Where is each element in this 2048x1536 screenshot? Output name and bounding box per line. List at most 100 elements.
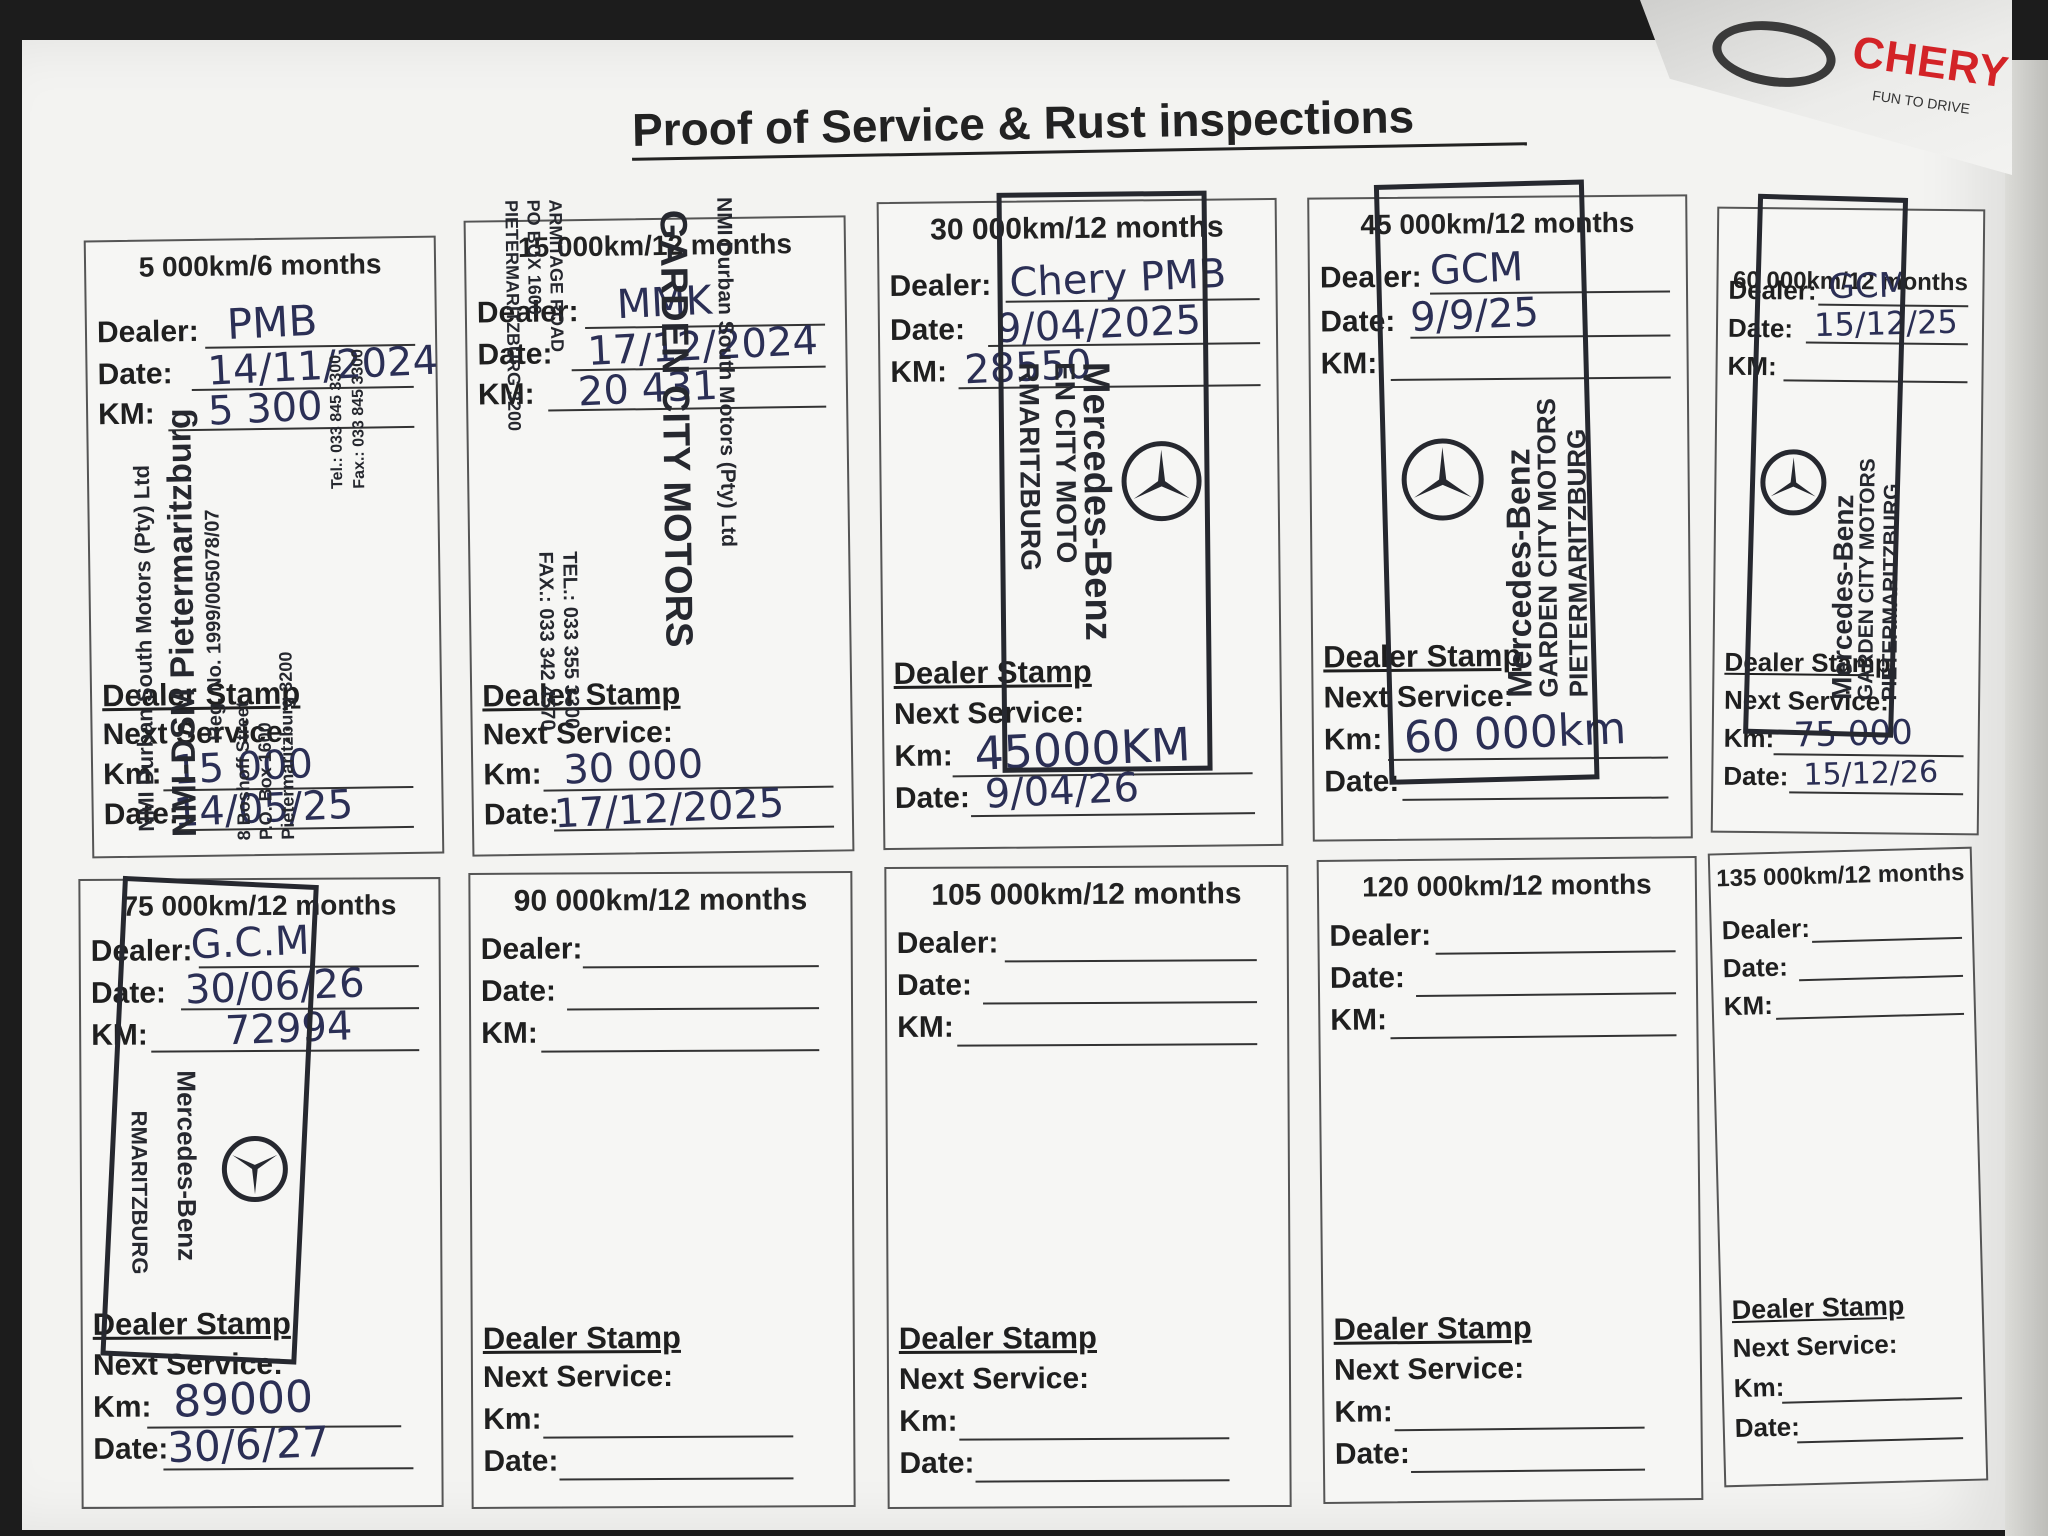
- mercedes-star-icon: [1760, 449, 1827, 516]
- date-line: [983, 1001, 1258, 1005]
- km-handwritten: 5 300: [207, 383, 324, 435]
- date-label: Date:: [889, 313, 966, 347]
- next-km-label: Km:: [899, 1404, 958, 1438]
- stamp-mercedes-city: RMARITZBURG: [126, 1110, 153, 1275]
- stamp-nmi-addr3: Pietermaritzburg 3200: [275, 651, 299, 840]
- dealer-stamp-label: Dealer Stamp: [482, 1319, 682, 1356]
- next-date-handwritten: 15/12/26: [1802, 754, 1939, 793]
- next-km-label: Km:: [1323, 723, 1383, 757]
- stamp-nmi-branch: NMI-DSM Pietermaritzburg: [160, 408, 205, 838]
- km-label: KM:: [1723, 989, 1774, 1022]
- km-line: [1776, 1012, 1965, 1020]
- service-card-135000: 135 000km/12 months Dealer: Date: KM: De…: [1707, 846, 1989, 1488]
- dealer-line: [1812, 936, 1963, 943]
- next-service-label: Next Service:: [898, 1361, 1090, 1396]
- stamp-mercedes-city: RMARITZBURG: [1013, 362, 1047, 572]
- km-line: [541, 1049, 820, 1053]
- next-date-label: Date:: [483, 797, 560, 832]
- service-card-45000: 45 000km/12 months Dealer: Date: KM: GCM…: [1307, 179, 1693, 842]
- dealer-label: Dealer:: [896, 926, 999, 960]
- stamp-gcm-fax: FAX.: 033 342 4570: [534, 551, 559, 731]
- next-service-label: Next Service:: [1333, 1351, 1525, 1387]
- next-km-line: [1394, 1426, 1645, 1432]
- date-label: Date:: [480, 974, 557, 1008]
- km-label: KM:: [890, 355, 948, 389]
- stamp-nmi-tel: Tel.: 033 845 3300: [327, 354, 347, 490]
- next-date-label: Date:: [1324, 764, 1400, 799]
- service-card-105000: 105 000km/12 months Dealer: Date: KM: De…: [884, 864, 1292, 1510]
- next-km-label: Km:: [93, 1390, 152, 1424]
- stamp-nmi-name: NMI Durban South Motors (Pty) Ltd: [128, 464, 159, 832]
- service-interval: 105 000km/12 months: [931, 877, 1242, 912]
- service-card-75000: 75 000km/12 months Dealer: Date: KM: G.C…: [78, 875, 444, 1509]
- stamp-nmi-reg: Reg. No. 1999/005078/07: [201, 509, 227, 741]
- stamp-gcm-addr3: PIETERMARITZBURG 3200: [501, 199, 525, 432]
- stamp-nmi-fax: Fax.: 033 845 3300: [349, 348, 369, 489]
- next-km-label: Km:: [483, 1402, 542, 1436]
- dealer-stamp-label: Dealer Stamp: [1333, 1309, 1532, 1347]
- km-handwritten: 20 431: [576, 362, 719, 416]
- next-date-line: [559, 1477, 794, 1481]
- stamp-gcm-company: NMI Durban South Motors (Pty) Ltd: [712, 196, 741, 548]
- km-label: KM:: [1320, 347, 1378, 381]
- km-label: KM:: [97, 397, 156, 432]
- service-interval: 120 000km/12 months: [1362, 868, 1652, 903]
- booklet-page-edge: [2005, 60, 2048, 1536]
- next-km-line: [543, 1435, 794, 1439]
- date-line: [1416, 992, 1677, 997]
- stamp-mercedes-dealer: GARDEN CITY MOTORS: [1854, 458, 1880, 701]
- dealer-line: [1435, 950, 1676, 955]
- mercedes-star-icon: [1121, 440, 1202, 522]
- date-label: Date:: [1722, 951, 1789, 984]
- stamp-nmi-addr1: 8 Boshoff Street: [232, 701, 255, 841]
- dealer-label: Dealer:: [1721, 912, 1811, 946]
- service-interval: 90 000km/12 months: [513, 883, 808, 918]
- dealer-label: Dealer:: [480, 932, 583, 966]
- dealer-stamp-label: Dealer Stamp: [1731, 1290, 1905, 1326]
- next-date-label: Date:: [483, 1444, 559, 1478]
- service-card-90000: 90 000km/12 months Dealer: Date: KM: Dea…: [468, 870, 856, 1510]
- next-date-line: [975, 1479, 1230, 1483]
- date-line: [1799, 974, 1964, 982]
- stamp-mercedes-city: PIETERMARITZBURG: [1878, 483, 1904, 701]
- mercedes-star-icon: [1401, 438, 1485, 521]
- dealer-label: Dealer:: [1329, 918, 1432, 953]
- dealer-label: Dealer:: [889, 268, 992, 303]
- service-card-15000: 15 000km/12 months Dealer: Date: KM: MMK…: [463, 197, 855, 857]
- stamp-gcm-name: GARDEN CITY MOTORS: [651, 209, 700, 648]
- next-date-label: Date:: [1334, 1437, 1411, 1471]
- date-label: Date:: [97, 357, 173, 392]
- next-km-label: Km:: [894, 739, 953, 773]
- next-date-label: Date:: [1734, 1411, 1801, 1444]
- date-line: [567, 1007, 820, 1011]
- km-label: KM:: [1330, 1003, 1388, 1037]
- next-date-line: [1402, 796, 1669, 801]
- next-date-handwritten: 17/12/2025: [552, 780, 786, 838]
- next-date-handwritten: 30/6/27: [166, 1416, 331, 1473]
- stamp-mercedes-city: PIETERMARITZBURG: [1561, 428, 1594, 698]
- date-label: Date:: [1329, 961, 1406, 995]
- next-km-line: [959, 1437, 1230, 1441]
- dealer-line: [1004, 959, 1257, 963]
- next-date-label: Date:: [894, 781, 971, 815]
- mercedes-star-icon: [221, 1135, 289, 1203]
- service-interval: 5 000km/6 months: [138, 248, 382, 283]
- service-card-30000: 30 000km/12 months Dealer: Date: KM: Che…: [876, 190, 1284, 851]
- service-card-60000: 60 000km/12 months Dealer: Date: KM: GCM…: [1710, 193, 1986, 836]
- next-km-label: Km:: [1733, 1371, 1785, 1404]
- stamp-mercedes-dealer: GARDEN CITY MOTORS: [1530, 397, 1564, 698]
- km-label: KM:: [897, 1010, 954, 1044]
- service-interval: 135 000km/12 months: [1715, 858, 1965, 893]
- next-date-label: Date:: [899, 1446, 975, 1480]
- next-date-label: Date:: [93, 1432, 169, 1466]
- next-km-label: Km:: [1334, 1395, 1393, 1429]
- date-label: Date:: [896, 968, 973, 1002]
- service-card-5000: 5 000km/6 months Dealer: Date: KM: PMB 1…: [83, 235, 445, 859]
- stamp-nmi-addr2: P.O. Box 1600: [254, 722, 277, 841]
- dealer-handwritten: PMB: [225, 295, 319, 350]
- km-line: [957, 1043, 1258, 1047]
- next-date-label: Date:: [1723, 760, 1789, 792]
- stamp-mercedes-brand: Mercedes-Benz: [171, 1070, 203, 1262]
- next-date-line: [1797, 1437, 1964, 1444]
- service-card-120000: 120 000km/12 months Dealer: Date: KM: De…: [1316, 856, 1704, 1504]
